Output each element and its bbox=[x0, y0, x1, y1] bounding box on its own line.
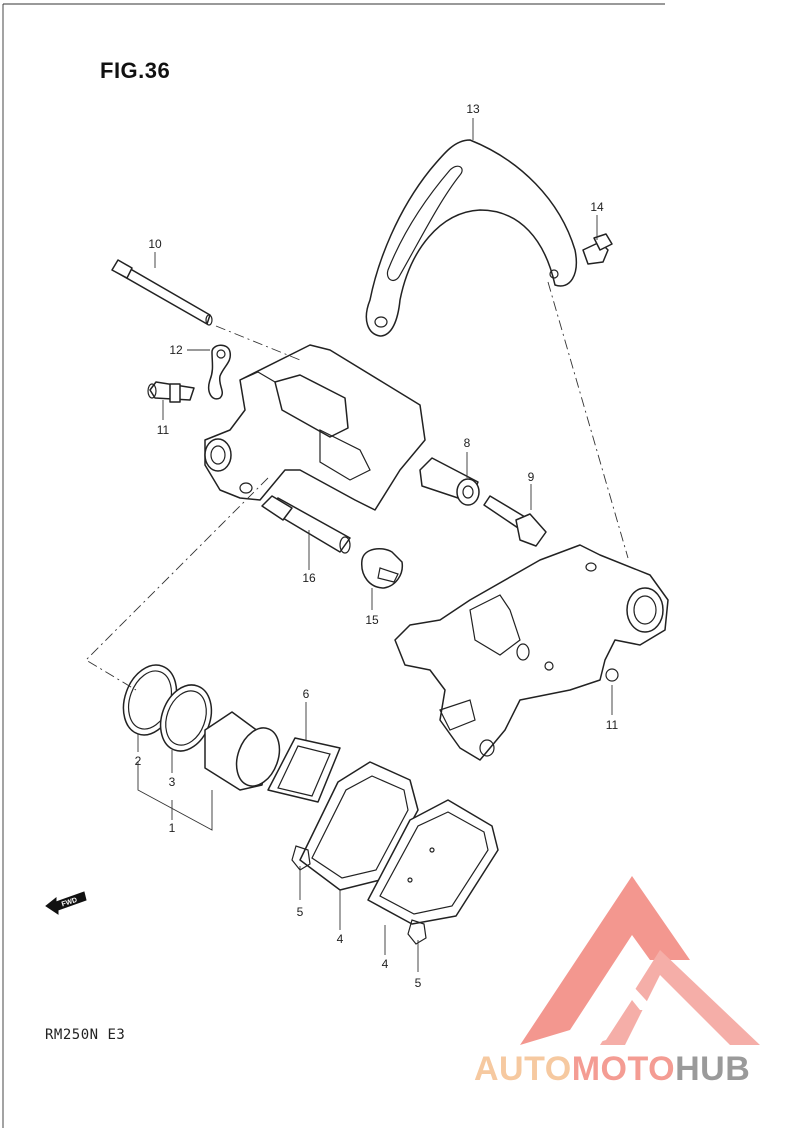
model-code: RM250N E3 bbox=[45, 1027, 126, 1043]
callout-13: 11 bbox=[157, 423, 170, 437]
callout-15: 13 bbox=[466, 102, 480, 116]
fwd-label: FWD bbox=[61, 897, 78, 909]
part-11-caliper-bracket bbox=[394, 544, 669, 761]
part-8-bolt bbox=[483, 495, 547, 547]
callout-14: 12 bbox=[169, 343, 183, 357]
callout-11: 11 bbox=[606, 718, 619, 732]
leader-lines bbox=[137, 118, 613, 972]
callout-5-outer: 5 bbox=[415, 976, 422, 990]
callout-10: 16 bbox=[302, 571, 316, 585]
piston bbox=[204, 711, 281, 791]
callout-2: 2 bbox=[135, 754, 142, 768]
part-9-boot bbox=[361, 547, 404, 589]
part-7-sleeve bbox=[419, 457, 480, 506]
brand-hub: HUB bbox=[675, 1050, 751, 1088]
callout-1: 1 bbox=[169, 821, 176, 835]
callout-12: 10 bbox=[148, 237, 162, 251]
callout-9: 15 bbox=[365, 613, 379, 627]
watermark-logo-icon bbox=[520, 876, 760, 1045]
part-3-dust-seal bbox=[159, 684, 213, 752]
part-12-pin bbox=[111, 259, 213, 326]
part-10-slide-pin bbox=[261, 495, 351, 554]
callout-16: 14 bbox=[590, 200, 604, 214]
part-6-insulator bbox=[267, 737, 341, 803]
part-14-clip bbox=[208, 344, 232, 400]
callout-5-inner: 5 bbox=[297, 905, 304, 919]
brand-moto: MOTO bbox=[571, 1050, 676, 1088]
part-13-bleeder-screw bbox=[147, 381, 195, 403]
callout-6: 6 bbox=[303, 687, 310, 701]
caliper-body bbox=[204, 344, 426, 511]
part-15-bracket-arm bbox=[365, 139, 577, 337]
part-5-shim-inner bbox=[291, 845, 311, 871]
callout-8: 9 bbox=[528, 470, 535, 484]
callout-4-outer: 4 bbox=[382, 957, 389, 971]
part-16-bolt bbox=[582, 233, 613, 265]
brand-auto: AUTO bbox=[474, 1050, 572, 1088]
callout-4-inner: 4 bbox=[337, 932, 344, 946]
watermark-brand-text: AUTOMOTOHUB bbox=[474, 1050, 750, 1089]
figure-title: FIG.36 bbox=[100, 58, 171, 83]
fwd-arrow-icon: FWD bbox=[45, 891, 87, 915]
callout-7: 8 bbox=[464, 436, 471, 450]
part-5-shim-outer bbox=[407, 919, 427, 945]
assembly-lines bbox=[85, 281, 629, 691]
part-4-brake-pad-inner bbox=[299, 761, 419, 891]
callout-labels: 13 14 10 12 11 8 9 16 15 11 6 2 3 1 5 4 … bbox=[135, 102, 619, 990]
callout-3: 3 bbox=[169, 775, 176, 789]
